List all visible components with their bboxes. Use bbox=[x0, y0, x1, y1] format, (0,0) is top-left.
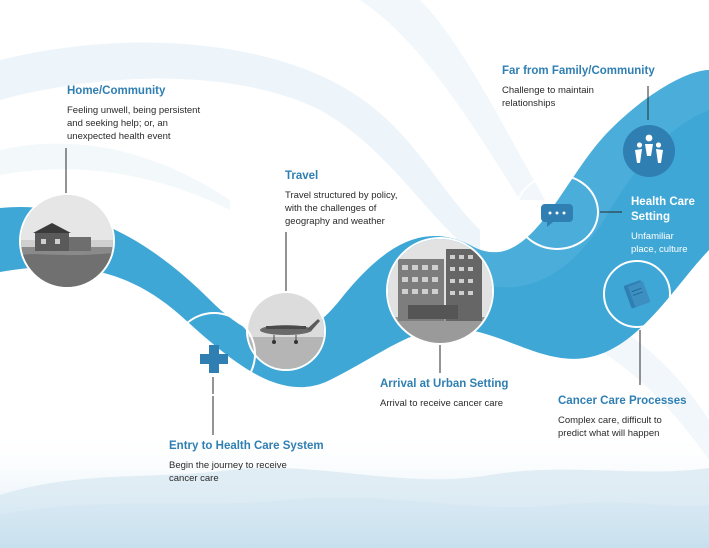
stage-desc-line: Unfamiliar bbox=[631, 231, 674, 242]
stage-entry: Entry to Health Care System Begin the jo… bbox=[169, 439, 369, 485]
background-swoosh bbox=[0, 42, 480, 260]
journey-wave-highlight bbox=[470, 70, 709, 288]
family-people-icon bbox=[623, 125, 675, 177]
home-photo bbox=[19, 193, 115, 289]
stage-desc-line: Travel structured by policy, bbox=[285, 190, 398, 201]
stage-title: Setting bbox=[631, 211, 670, 223]
entry-icon-circle bbox=[172, 312, 256, 396]
stage-desc-line: Begin the journey to receive bbox=[169, 460, 287, 471]
stage-desc-line: Challenge to maintain bbox=[502, 85, 594, 96]
stage-desc-line: Complex care, difficult to bbox=[558, 415, 662, 426]
stage-desc-line: with the challenges of bbox=[285, 203, 377, 214]
stage-desc-line: predict what will happen bbox=[558, 428, 660, 439]
stage-desc-line: Feeling unwell, being persistent bbox=[67, 105, 201, 116]
stage-desc-line: unexpected health event bbox=[67, 131, 171, 142]
stage-home: Home/Community Feeling unwell, being per… bbox=[67, 84, 257, 143]
speech-bubble-icon bbox=[541, 204, 573, 227]
stage-desc-line: geography and weather bbox=[285, 216, 385, 227]
journey-wave bbox=[0, 70, 709, 388]
medical-cross-icon bbox=[200, 345, 228, 373]
stage-title: Health Care bbox=[631, 196, 695, 208]
stage-title: Cancer Care Processes bbox=[558, 395, 687, 407]
stage-title: Home/Community bbox=[67, 85, 166, 97]
book-icon bbox=[623, 280, 651, 309]
stage-title: Arrival at Urban Setting bbox=[380, 378, 509, 390]
airplane-photo bbox=[246, 291, 326, 371]
stage-title: Entry to Health Care System bbox=[169, 440, 324, 452]
stage-desc-line: cancer care bbox=[169, 473, 219, 484]
processes-icon-circle bbox=[603, 260, 671, 328]
hospital-building-photo bbox=[386, 237, 494, 345]
stage-travel: Travel Travel structured by policy, with… bbox=[285, 169, 465, 228]
stage-title: Travel bbox=[285, 170, 319, 182]
stage-processes: Cancer Care Processes Complex care, diff… bbox=[558, 394, 708, 440]
stage-desc-line: Arrival to receive cancer care bbox=[380, 398, 504, 409]
stage-title: Far from Family/Community bbox=[502, 65, 655, 77]
family-icon-circle bbox=[621, 123, 677, 179]
stage-desc-line: relationships bbox=[502, 98, 556, 109]
mist-overlay bbox=[0, 430, 709, 548]
stage-arrival: Arrival at Urban Setting Arrival to rece… bbox=[380, 377, 560, 410]
setting-icon-circle bbox=[515, 174, 599, 250]
stage-desc-line: place, culture bbox=[631, 244, 688, 255]
stage-setting: Health Care Setting Unfamiliar place, cu… bbox=[631, 195, 707, 256]
stage-desc-line: and seeking help; or, an bbox=[67, 118, 168, 129]
background-swoosh bbox=[360, 0, 545, 200]
background-swoosh bbox=[0, 143, 230, 210]
stage-family: Far from Family/Community Challenge to m… bbox=[502, 64, 692, 110]
